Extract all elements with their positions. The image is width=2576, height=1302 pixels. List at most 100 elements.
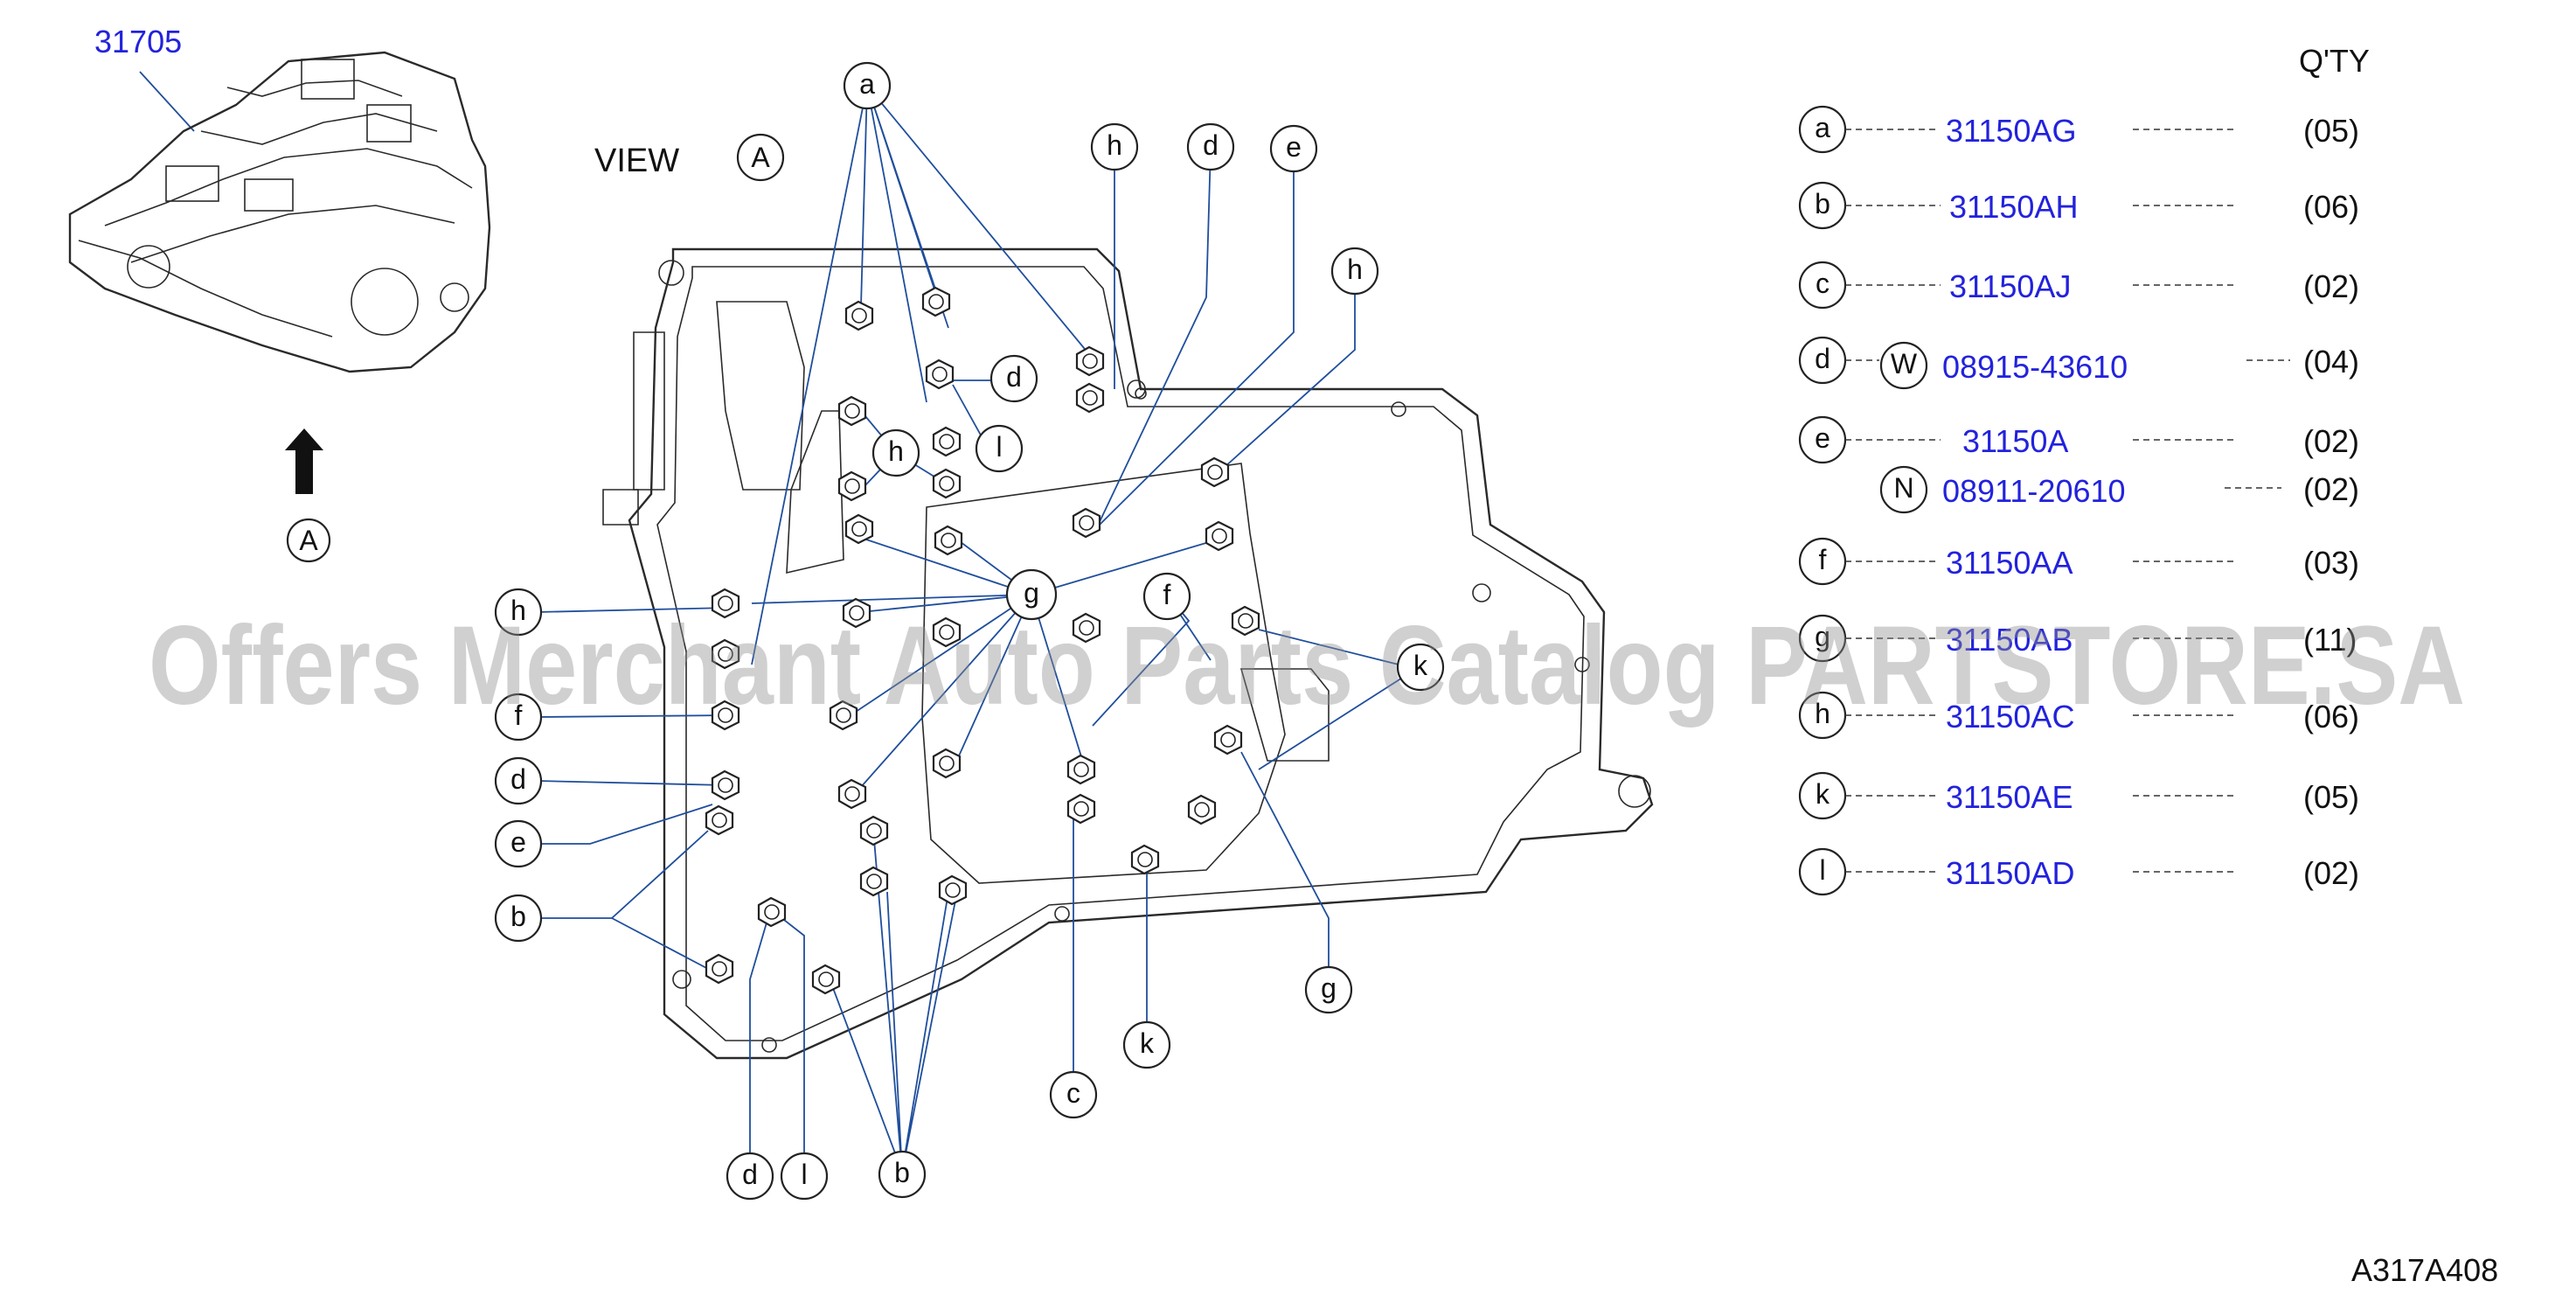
callout-e-top[interactable]: e bbox=[1269, 124, 1318, 173]
svg-text:e: e bbox=[1815, 422, 1830, 454]
bolt-hex-icon bbox=[837, 778, 867, 810]
svg-text:f: f bbox=[1819, 544, 1827, 575]
callout-b-left[interactable]: b bbox=[494, 894, 543, 943]
svg-text:(06): (06) bbox=[2303, 699, 2359, 735]
bolt-hex-icon bbox=[1072, 507, 1101, 539]
svg-text:d: d bbox=[1006, 361, 1022, 393]
qty-header: Q'TY bbox=[2299, 43, 2370, 79]
bolt-hex-icon bbox=[1072, 612, 1101, 644]
svg-text:(02): (02) bbox=[2303, 423, 2359, 459]
svg-text:(02): (02) bbox=[2303, 855, 2359, 891]
callout-g-center[interactable]: g bbox=[1005, 568, 1058, 621]
callout-e-left[interactable]: e bbox=[494, 819, 543, 868]
legend-row[interactable]: l 31150AD (02) bbox=[1798, 847, 2359, 896]
part-number-link[interactable]: 08911-20610 bbox=[1942, 473, 2126, 509]
part-number-link[interactable]: 31150AJ bbox=[1949, 268, 2071, 304]
view-ref-label: A bbox=[751, 142, 770, 173]
svg-text:h: h bbox=[1347, 254, 1363, 285]
bolt-hex-icon bbox=[1066, 754, 1096, 785]
legend-row[interactable]: h 31150AC (06) bbox=[1798, 691, 2359, 740]
callout-a-top[interactable]: a bbox=[843, 61, 892, 110]
svg-text:k: k bbox=[1816, 778, 1830, 810]
callout-d-left[interactable]: d bbox=[494, 756, 543, 805]
bolt-hex-icon bbox=[932, 468, 962, 499]
svg-text:e: e bbox=[1286, 131, 1302, 163]
svg-text:(04): (04) bbox=[2303, 344, 2359, 379]
callout-f-inner[interactable]: f bbox=[1142, 572, 1191, 621]
svg-text:b: b bbox=[1815, 188, 1830, 219]
callout-h-top1[interactable]: h bbox=[1090, 122, 1139, 171]
callout-k-bottom[interactable]: k bbox=[1122, 1020, 1171, 1069]
part-number-link[interactable]: 08915-43610 bbox=[1942, 349, 2128, 385]
legend-row[interactable]: d W 08915-43610 (04) bbox=[1798, 336, 2359, 390]
callout-f-left[interactable]: f bbox=[494, 693, 543, 742]
callout-d-top[interactable]: d bbox=[1186, 122, 1235, 171]
legend-row[interactable]: e 31150A (02) bbox=[1798, 415, 2359, 464]
svg-text:h: h bbox=[888, 435, 904, 467]
legend-row[interactable]: c 31150AJ (02) bbox=[1798, 261, 2359, 310]
callout-h-inner[interactable]: h bbox=[871, 428, 920, 477]
svg-text:(06): (06) bbox=[2303, 189, 2359, 225]
assembly-leader-line bbox=[139, 71, 195, 132]
legend-row[interactable]: k 31150AE (05) bbox=[1798, 771, 2359, 820]
bolt-hex-icon bbox=[711, 700, 740, 731]
svg-text:b: b bbox=[510, 901, 526, 932]
bolt-hex-icon bbox=[705, 804, 734, 836]
svg-text:d: d bbox=[1203, 129, 1219, 161]
callout-d-inner[interactable]: d bbox=[989, 354, 1038, 403]
bolt-hex-icon bbox=[1200, 456, 1230, 488]
svg-text:(02): (02) bbox=[2303, 471, 2359, 507]
bolt-hex-icon bbox=[859, 815, 889, 846]
part-number-link[interactable]: 31150AD bbox=[1946, 855, 2074, 891]
svg-text:g: g bbox=[1321, 972, 1337, 1004]
view-title: VIEW A bbox=[594, 133, 785, 182]
callout-l-bottom[interactable]: l bbox=[780, 1152, 829, 1201]
part-number-link[interactable]: 31150AE bbox=[1946, 779, 2073, 815]
bolt-hex-icon bbox=[932, 748, 962, 779]
legend-row[interactable]: N 08911-20610 (02) bbox=[1879, 465, 2359, 514]
part-number-link[interactable]: 31150A bbox=[1962, 423, 2068, 459]
bolt-hex-icon bbox=[711, 638, 740, 670]
svg-text:l: l bbox=[801, 1159, 807, 1190]
part-number-link[interactable]: 31150AA bbox=[1946, 545, 2073, 581]
bolt-hex-icon bbox=[1231, 605, 1260, 637]
svg-text:g: g bbox=[1024, 577, 1039, 609]
svg-text:h: h bbox=[1815, 698, 1830, 729]
legend-row[interactable]: f 31150AA (03) bbox=[1798, 537, 2359, 586]
bolt-hex-icon bbox=[938, 874, 968, 906]
callout-l-inner[interactable]: l bbox=[975, 424, 1024, 473]
legend-row[interactable]: a 31150AG (05) bbox=[1798, 105, 2359, 154]
part-number-link[interactable]: 31150AH bbox=[1949, 189, 2078, 225]
part-number-link[interactable]: 31150AG bbox=[1946, 113, 2076, 149]
callout-k-right[interactable]: k bbox=[1396, 643, 1445, 692]
bolt-hex-icon bbox=[711, 588, 740, 619]
assembly-part-link[interactable]: 31705 bbox=[94, 24, 182, 59]
svg-text:N: N bbox=[1893, 472, 1913, 504]
bolt-hex-icon bbox=[1205, 520, 1234, 552]
svg-text:(05): (05) bbox=[2303, 113, 2359, 149]
svg-text:g: g bbox=[1815, 621, 1830, 652]
callout-h-top2[interactable]: h bbox=[1330, 247, 1379, 296]
bolt-hex-icon bbox=[932, 616, 962, 648]
callout-d-bottom[interactable]: d bbox=[726, 1152, 774, 1201]
svg-text:h: h bbox=[1107, 129, 1122, 161]
svg-text:d: d bbox=[510, 763, 526, 795]
valve-body-assembly-illustration[interactable]: 31705 bbox=[68, 24, 491, 373]
washer-prefix-circle bbox=[1879, 341, 1928, 390]
callout-h-left[interactable]: h bbox=[494, 588, 543, 637]
callout-c-bottom[interactable]: c bbox=[1049, 1070, 1098, 1119]
legend-row[interactable]: b 31150AH (06) bbox=[1798, 181, 2359, 230]
callout-b-bottom[interactable]: b bbox=[878, 1150, 927, 1199]
watermark-text: Offers Merchant Auto Parts Catalog PARTS… bbox=[149, 603, 2465, 728]
callout-g-bottom[interactable]: g bbox=[1304, 965, 1353, 1014]
svg-text:a: a bbox=[859, 68, 875, 100]
part-number-link[interactable]: 31150AC bbox=[1946, 699, 2074, 735]
part-number-link[interactable]: 31150AB bbox=[1946, 622, 2073, 658]
bolt-hex-icon bbox=[1130, 844, 1160, 875]
legend-row[interactable]: g 31150AB (11) bbox=[1798, 614, 2357, 663]
svg-text:c: c bbox=[1066, 1077, 1080, 1109]
bolt-hex-icon bbox=[925, 359, 955, 390]
svg-text:k: k bbox=[1413, 650, 1428, 681]
bolt-hex-icon bbox=[1213, 724, 1243, 755]
